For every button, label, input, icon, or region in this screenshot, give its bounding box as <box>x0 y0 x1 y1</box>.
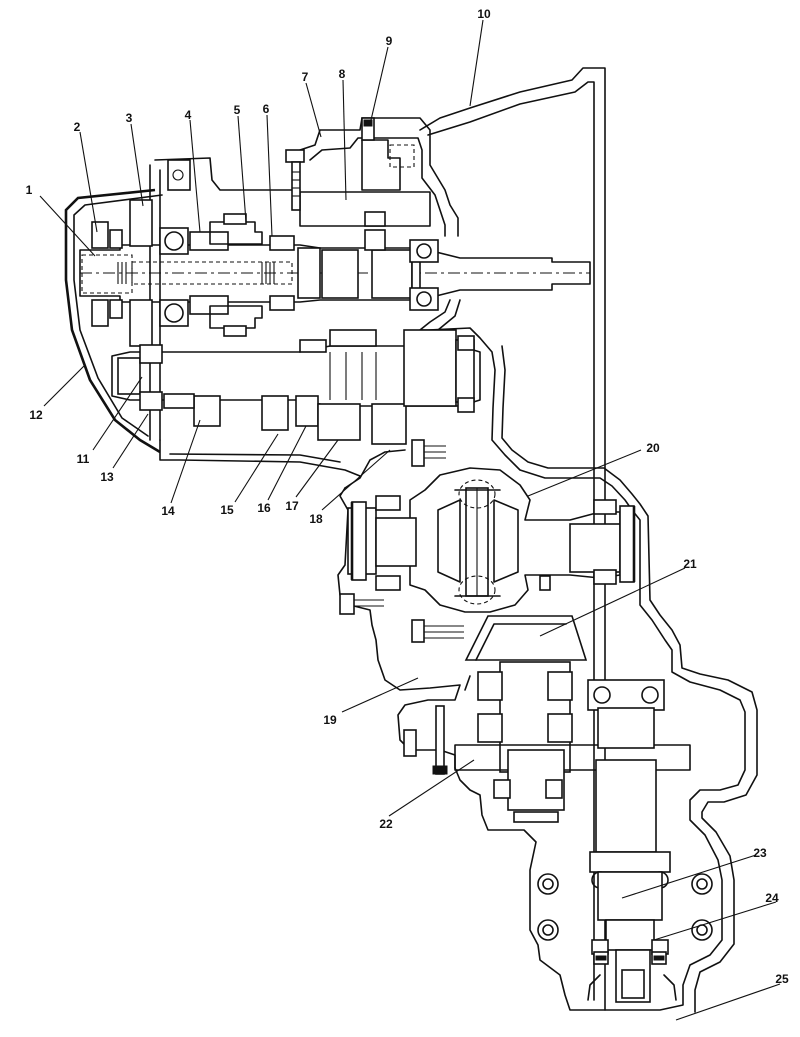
callout-18: 18 <box>309 512 323 526</box>
main-shaft <box>79 199 591 347</box>
callout-25: 25 <box>775 972 789 986</box>
callout-15: 15 <box>220 503 234 517</box>
callout-6: 6 <box>263 102 270 116</box>
callout-19: 19 <box>323 713 337 727</box>
callout-21: 21 <box>683 557 697 571</box>
transaxle-housing-outline <box>159 67 758 1013</box>
callout-10: 10 <box>477 7 491 21</box>
shift-rod-assembly <box>285 117 431 251</box>
callout-20: 20 <box>646 441 660 455</box>
callout-4: 4 <box>185 108 192 122</box>
callout-12: 12 <box>29 408 43 422</box>
callout-3: 3 <box>126 111 133 125</box>
callout-9: 9 <box>386 34 393 48</box>
callout-17: 17 <box>285 499 299 513</box>
differential-assembly <box>339 439 636 643</box>
callout-11: 11 <box>77 452 90 466</box>
callout-leaders <box>39 19 781 1021</box>
callout-24: 24 <box>765 891 779 905</box>
callout-1: 1 <box>26 183 33 197</box>
shaft-splines <box>117 262 275 284</box>
counter-shaft <box>111 329 481 445</box>
callout-2: 2 <box>74 120 81 134</box>
callout-8: 8 <box>339 67 346 81</box>
drive-pinion-assembly <box>403 661 691 823</box>
callout-22: 22 <box>379 817 393 831</box>
callout-labels: 1 2 3 4 5 6 7 8 9 10 11 12 13 14 15 16 1… <box>26 7 789 986</box>
callout-7: 7 <box>302 70 309 84</box>
callout-13: 13 <box>100 470 114 484</box>
callout-16: 16 <box>257 501 271 515</box>
callout-14: 14 <box>161 504 175 518</box>
ring-gear <box>464 615 588 661</box>
callout-23: 23 <box>753 846 767 860</box>
callout-5: 5 <box>234 103 241 117</box>
